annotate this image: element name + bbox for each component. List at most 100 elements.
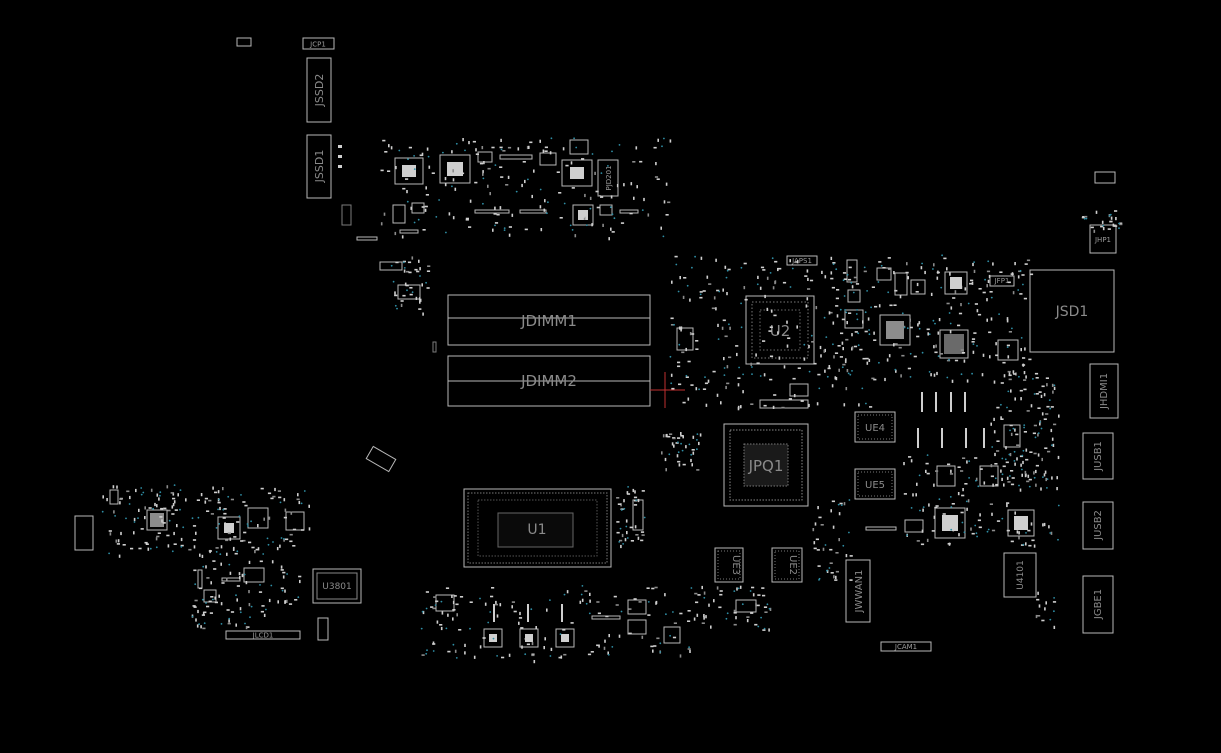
passive-pad [788, 398, 792, 400]
passive-pad [117, 539, 120, 543]
passive-pad [773, 314, 777, 317]
connector-jgbe1[interactable]: JGBE1 [1082, 575, 1114, 634]
via [1053, 610, 1055, 613]
passive-pad [1040, 487, 1042, 491]
passive-pad [448, 212, 451, 216]
connector-japs1[interactable]: JAPS1 [786, 255, 818, 266]
passive-pad [703, 614, 705, 618]
via [737, 587, 740, 590]
slot-jdimm2[interactable]: JDIMM2 [447, 355, 651, 407]
passive-pad [978, 288, 982, 290]
passive-pad [701, 622, 705, 624]
via [865, 402, 867, 405]
passive-pad [916, 282, 919, 287]
chip-u3801[interactable]: U3801 [312, 568, 362, 604]
chip-u1[interactable]: U1 [463, 488, 612, 568]
connector-jcam1[interactable]: JCAM1 [880, 641, 932, 652]
passive-pad [245, 581, 248, 585]
passive-pad [410, 206, 412, 210]
via [864, 311, 867, 314]
connector-jsd1[interactable]: JSD1 [1029, 269, 1115, 353]
via [948, 358, 950, 361]
passive-pad [400, 303, 403, 307]
chip-jpq1[interactable]: JPQ1 [723, 423, 809, 507]
via [1085, 217, 1088, 220]
via [201, 598, 204, 601]
passive-pad [628, 632, 632, 635]
passive-pad [244, 504, 248, 507]
passive-pad [272, 495, 276, 498]
passive-pad [695, 348, 699, 350]
passive-pad [620, 503, 622, 507]
passive-pad [308, 527, 311, 531]
passive-pad [1006, 502, 1010, 504]
passive-pad [727, 268, 731, 271]
passive-pad [542, 149, 545, 153]
connector-jhdmi1[interactable]: JHDMI1 [1089, 363, 1119, 419]
chip-ue2[interactable]: UE2 [771, 547, 803, 583]
passive-pad [936, 271, 940, 274]
passive-pad [835, 552, 839, 554]
via [547, 201, 549, 204]
chip-ue3[interactable]: UE3 [714, 547, 744, 583]
via [946, 376, 949, 379]
passive-pad [419, 154, 423, 157]
via [589, 207, 592, 210]
passive-pad [677, 361, 681, 364]
passive-pad [1027, 474, 1030, 478]
passive-pad [1050, 406, 1054, 408]
passive-pad [230, 611, 235, 613]
connector-jusb1[interactable]: JUSB1 [1082, 432, 1114, 480]
passive-pad [763, 373, 766, 377]
passive-pad [676, 454, 679, 458]
passive-pad [1025, 375, 1027, 379]
connector-jcp1[interactable]: JCP1 [302, 37, 335, 50]
connector-jusb2[interactable]: JUSB2 [1082, 501, 1114, 550]
passive-pad [215, 547, 219, 549]
chip-ue5[interactable]: UE5 [854, 468, 896, 500]
via [168, 519, 171, 522]
passive-pad [769, 607, 772, 611]
via [1057, 538, 1059, 541]
slot-jdimm1[interactable]: JDIMM1 [447, 294, 651, 346]
connector-jssd1[interactable]: JSSD1 [306, 134, 342, 199]
passive-pad [921, 529, 924, 533]
passive-pad [283, 498, 286, 502]
passive-pad [706, 275, 709, 279]
passive-pad [1017, 524, 1021, 527]
passive-pad [689, 649, 691, 653]
via [152, 507, 155, 510]
passive-pad [1019, 293, 1023, 295]
connector-jwwan1[interactable]: JWWAN1 [845, 559, 871, 623]
connector-jfp1[interactable]: JFP1 [989, 275, 1015, 287]
via [1012, 427, 1015, 430]
connector-pjd201[interactable]: PJD201 [597, 159, 619, 197]
connector-jssd2[interactable]: JSSD2 [306, 57, 332, 123]
passive-pad [774, 280, 777, 284]
passive-pad [1044, 447, 1048, 449]
passive-pad [267, 492, 272, 495]
passive-pad [665, 468, 667, 472]
chip-ue4[interactable]: UE4 [854, 411, 896, 443]
connector-jlcd1[interactable]: JLCD1 [225, 630, 301, 640]
passive-pad [743, 286, 746, 290]
via [940, 286, 943, 289]
passive-pad [689, 298, 691, 302]
via [1048, 399, 1051, 401]
via [1006, 406, 1008, 409]
passive-pad [807, 277, 809, 281]
passive-pad [1005, 446, 1007, 450]
passive-pad [679, 654, 682, 658]
passive-pad [663, 200, 666, 204]
via [845, 311, 848, 314]
passive-pad [126, 490, 130, 493]
passive-pad [744, 298, 748, 301]
chip-u4101[interactable]: U4101 [1003, 552, 1037, 598]
passive-pad [912, 493, 914, 497]
passive-pad [159, 516, 163, 518]
via [857, 332, 860, 335]
passive-pad [1008, 372, 1011, 376]
passive-pad [988, 331, 992, 334]
via [826, 569, 828, 572]
passive-pad [986, 298, 988, 302]
